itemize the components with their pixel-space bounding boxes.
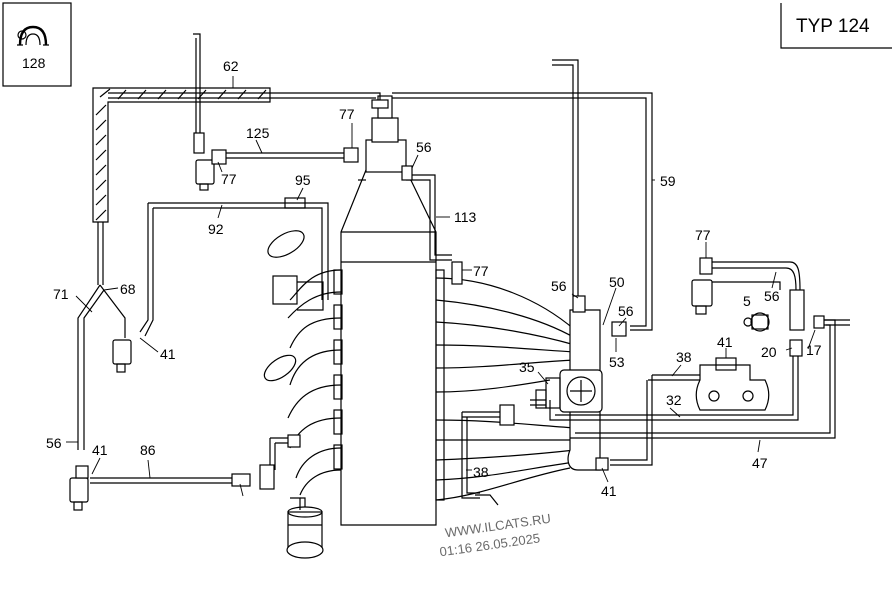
part-label-50: 50 (609, 274, 625, 290)
part-labels: 62 77 125 77 56 95 92 113 59 77 71 68 41… (46, 58, 822, 499)
part-label-125: 125 (246, 125, 270, 141)
part-label-59: 59 (660, 173, 676, 189)
throttle-body (535, 369, 603, 413)
part-label-71: 71 (53, 286, 69, 302)
part-label-56-plenum: 56 (551, 278, 567, 294)
title-text: TYP 124 (796, 16, 870, 37)
part-label-41-bracket: 41 (717, 334, 733, 350)
part-label-77-mid: 77 (473, 263, 489, 279)
part-label-56-junction: 56 (618, 303, 634, 319)
intake-runners (435, 269, 576, 501)
part-label-47: 47 (752, 455, 768, 471)
part-label-95: 95 (295, 172, 311, 188)
vacuum-valves (69, 99, 850, 511)
leader-lines (66, 76, 816, 497)
part-label-56-top: 56 (416, 139, 432, 155)
title-box: TYP 124 (780, 3, 892, 49)
air-pump (286, 497, 324, 559)
part-label-38-right: 38 (676, 349, 692, 365)
part-label-41-left: 41 (160, 346, 176, 362)
part-label-32: 32 (666, 392, 682, 408)
watermark: WWW.ILCATS.RU 01:16 26.05.2025 (439, 511, 552, 560)
part-label-77-right: 77 (695, 227, 711, 243)
clip-icon (17, 25, 49, 46)
part-label-77-left: 77 (221, 171, 237, 187)
part-label-77-top: 77 (339, 106, 355, 122)
part-label-92: 92 (208, 221, 224, 237)
inset-number: 128 (22, 55, 46, 71)
part-label-35: 35 (519, 359, 535, 375)
part-label-62: 62 (223, 58, 239, 74)
part-label-41-lower: 41 (92, 442, 108, 458)
part-label-38-bottom: 38 (473, 464, 489, 480)
part-label-86: 86 (140, 442, 156, 458)
part-label-17: 17 (806, 342, 822, 358)
part-label-20: 20 (761, 344, 777, 360)
inset-box: 128 (2, 2, 72, 87)
part-label-53: 53 (609, 354, 625, 370)
part-label-68: 68 (120, 281, 136, 297)
exhaust-manifold (263, 230, 343, 496)
engine-block (340, 95, 437, 526)
part-label-113: 113 (454, 209, 477, 225)
hose-62-insulated (92, 87, 271, 223)
part-label-56-left: 56 (46, 435, 62, 451)
part-label-56-right: 56 (764, 288, 780, 304)
part-label-41-bottom: 41 (601, 483, 617, 499)
part-label-5: 5 (743, 293, 751, 309)
